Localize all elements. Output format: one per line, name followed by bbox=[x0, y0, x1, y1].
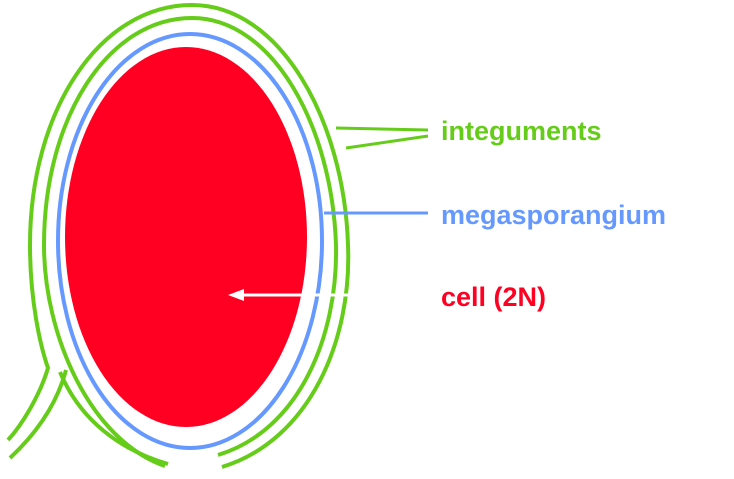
megasporangium-outline bbox=[56, 32, 324, 450]
integument-strand-left bbox=[8, 369, 68, 460]
outer-integument bbox=[6, 2, 351, 469]
cell-label: cell (2N) bbox=[441, 282, 546, 312]
cell-pointer-arrowhead bbox=[228, 289, 244, 301]
integuments-pointer-2 bbox=[345, 134, 429, 150]
cell-2n bbox=[65, 47, 307, 427]
megasporangium-label: megasporangium bbox=[441, 200, 666, 230]
integument-strand-base bbox=[58, 371, 169, 466]
integuments-pointer-1 bbox=[335, 126, 429, 132]
inner-integument bbox=[41, 15, 339, 468]
integuments-label: integuments bbox=[441, 116, 602, 146]
